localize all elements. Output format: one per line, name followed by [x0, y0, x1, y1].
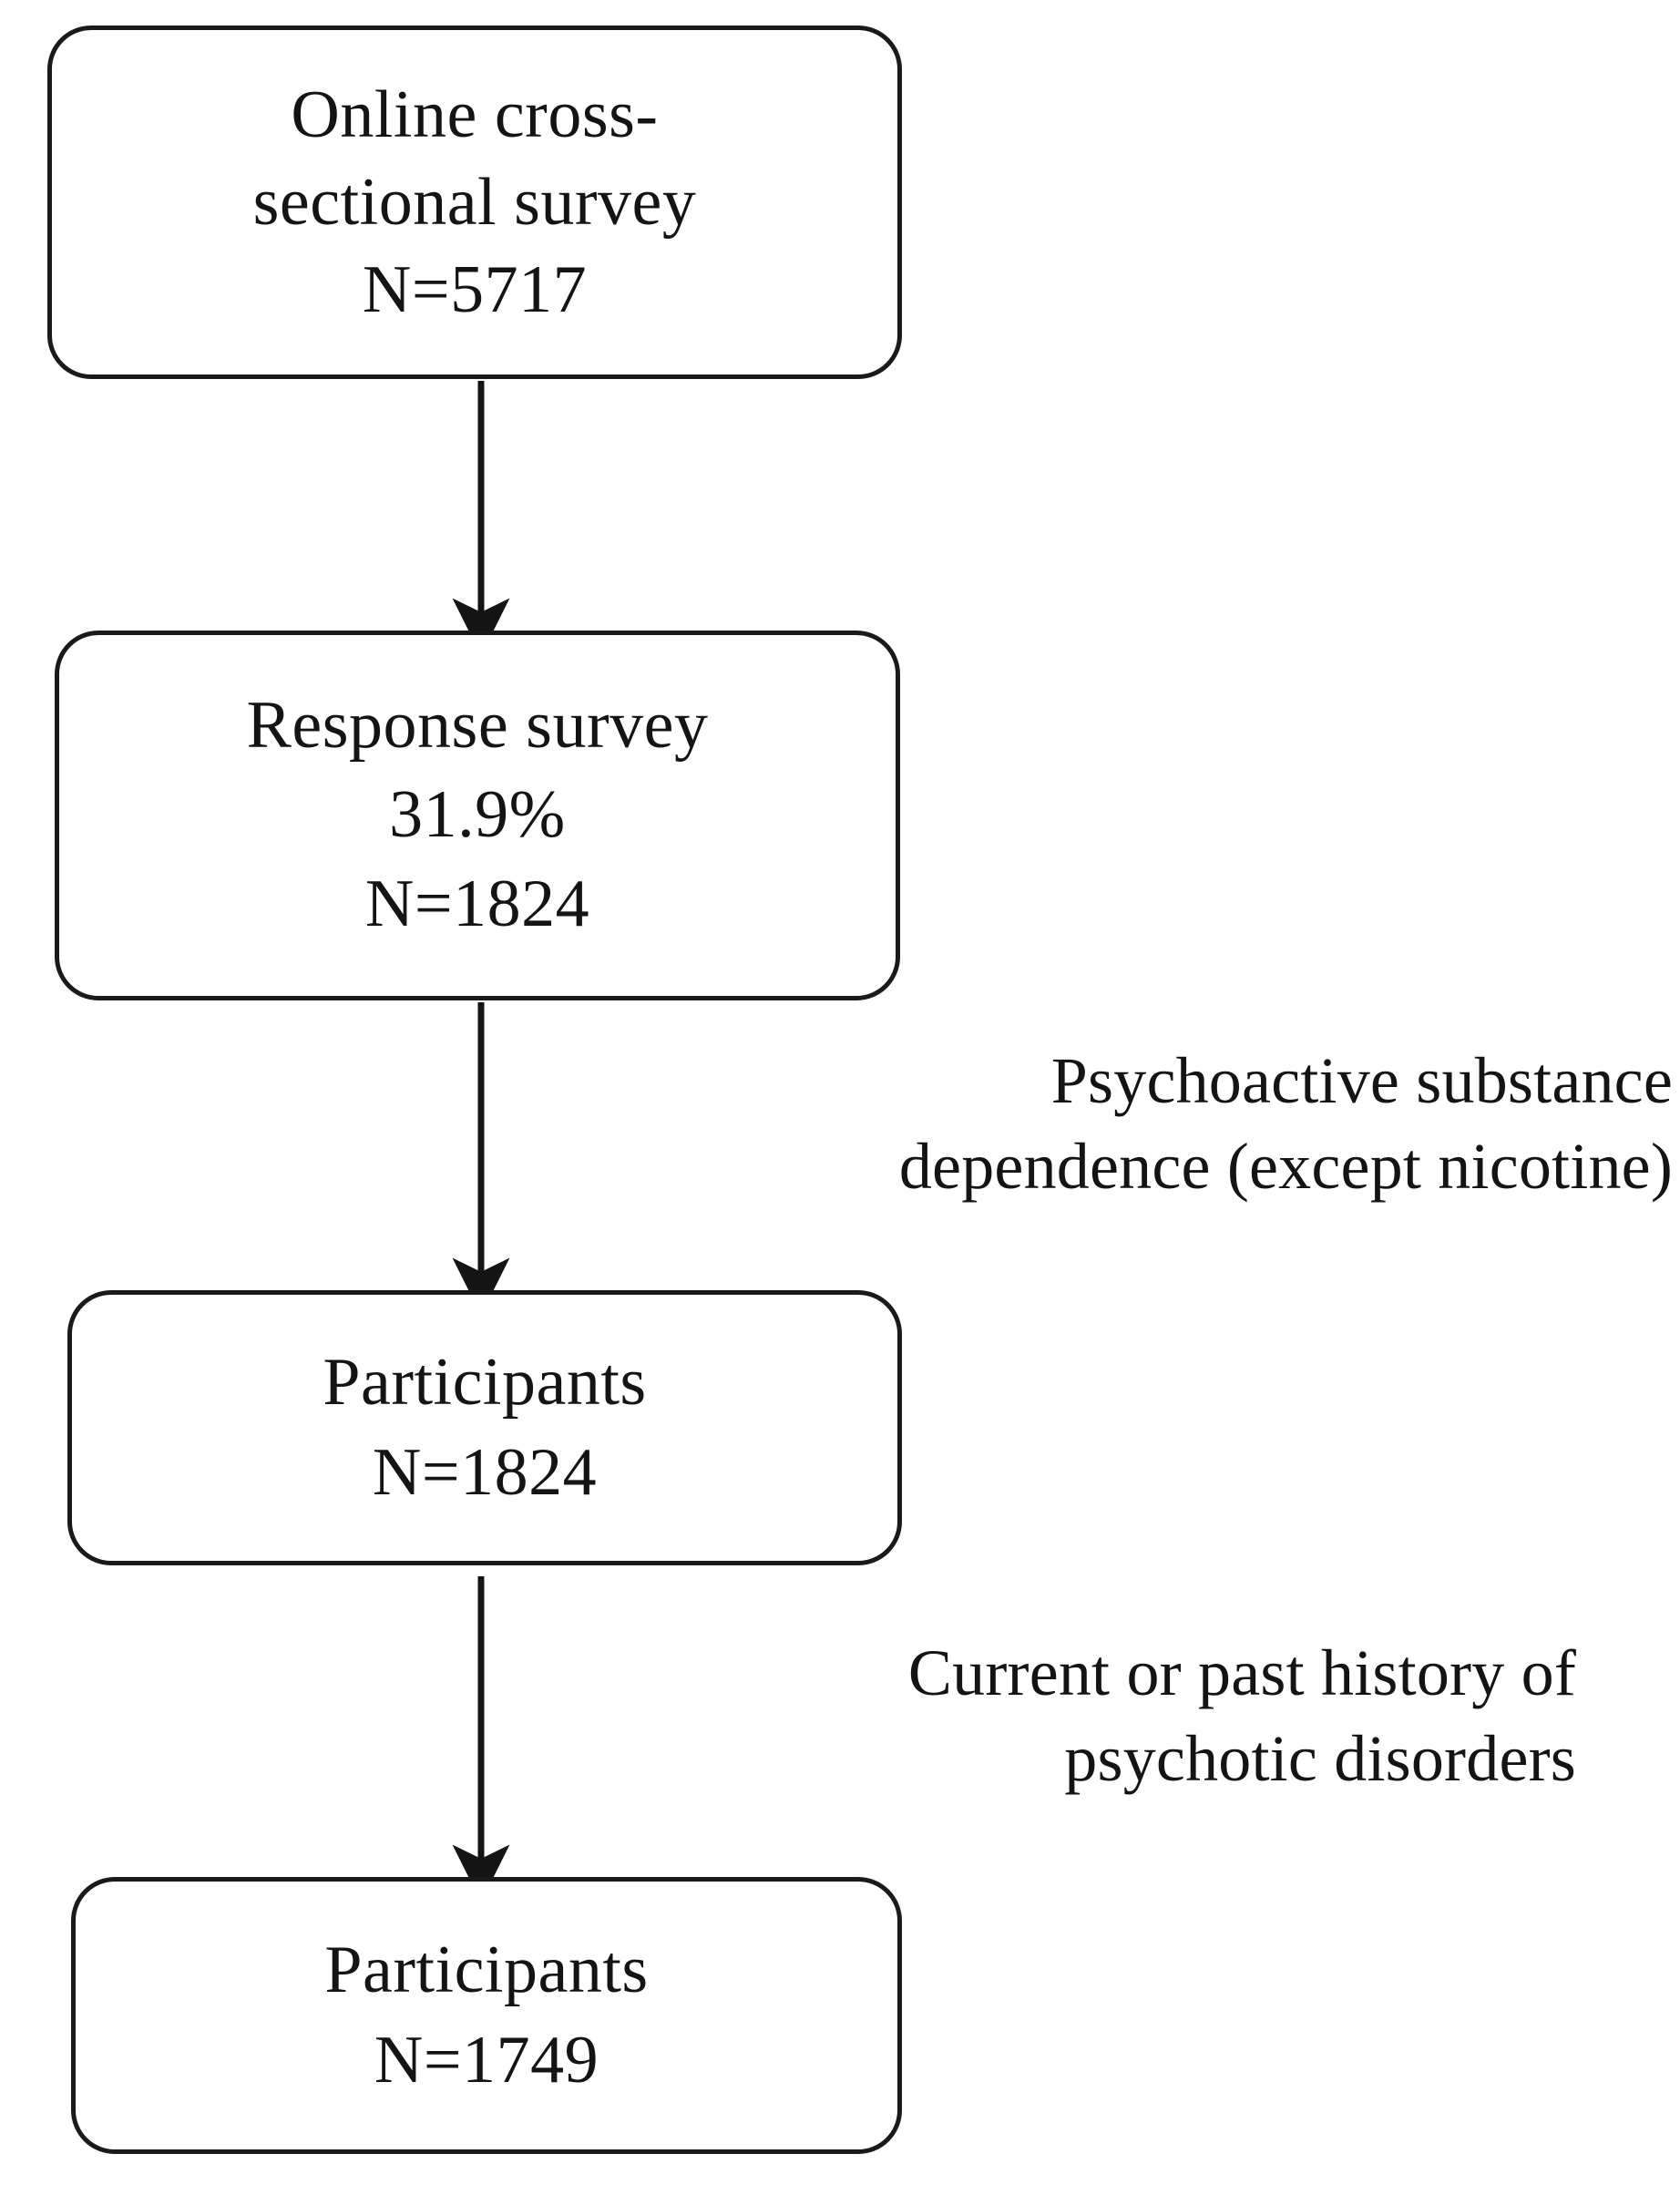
node-line-1: Online cross- — [291, 77, 659, 152]
node-line-2-count: N=1824 — [372, 1435, 598, 1510]
flowchart-node-online-survey: Online cross- sectional survey N=5717 — [47, 26, 902, 379]
node-line-3-count: N=1824 — [364, 866, 590, 941]
node-line-3-count: N=5717 — [362, 252, 588, 328]
flowchart-node-participants-1749: Participants N=1749 — [71, 1877, 902, 2154]
exclusion-label-line-1: Current or past history of — [907, 1636, 1576, 1709]
exclusion-label-line-2: psychotic disorders — [1064, 1721, 1576, 1795]
node-line-2: sectional survey — [252, 164, 697, 240]
flowchart-node-response-survey: Response survey 31.9% N=1824 — [55, 631, 900, 1000]
node-line-2-percent: 31.9% — [389, 777, 566, 853]
exclusion-label-line-1: Psychoactive substance — [1050, 1044, 1673, 1117]
node-line-1: Participants — [323, 1344, 647, 1420]
exclusion-label-psychotic-disorders: Current or past history of psychotic dis… — [601, 1631, 1576, 1801]
flowchart-node-participants-1824: Participants N=1824 — [67, 1290, 902, 1565]
exclusion-label-line-2: dependence (except nicotine) — [898, 1129, 1673, 1203]
node-line-1: Participants — [324, 1932, 649, 2007]
node-line-1: Response survey — [246, 688, 709, 764]
exclusion-label-psychoactive-substance: Psychoactive substance dependence (excep… — [583, 1039, 1673, 1209]
node-line-2-count: N=1749 — [374, 2023, 599, 2097]
